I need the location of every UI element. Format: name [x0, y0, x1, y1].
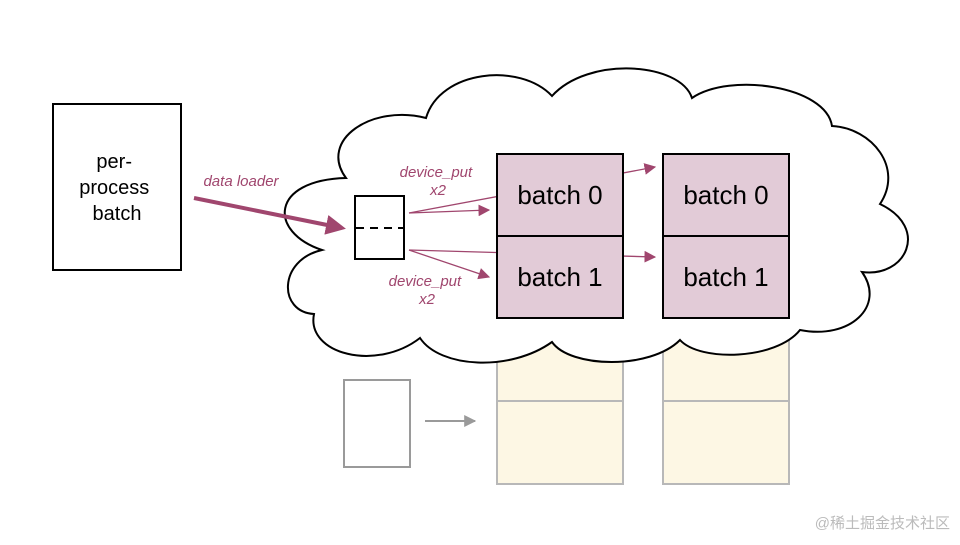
per-process-batch-label: per- process batch — [79, 151, 155, 225]
device-put-bottom-label: device_put x2 — [389, 273, 466, 308]
data-loader-arrow — [193, 196, 346, 235]
data-loader-label: data loader — [203, 173, 279, 190]
per-process-batch-box — [52, 103, 182, 271]
device-put-top-label: device_put x2 — [400, 164, 477, 199]
device-put-arrow-top-0 — [408, 204, 491, 217]
device-0-stack: batch 0 batch 1 — [496, 153, 624, 319]
future-slot — [496, 400, 624, 485]
device-1-batch-0 — [662, 153, 790, 237]
device-1-stack: batch 0 batch 1 — [662, 153, 790, 319]
device-1-batch-0-label: batch 0 — [683, 180, 768, 210]
next-batch-box — [343, 379, 411, 468]
future-slot — [662, 400, 790, 485]
device-0-batch-0-label: batch 0 — [517, 180, 602, 210]
device-0-batch-1-label: batch 1 — [517, 262, 602, 292]
device-1-batch-1 — [662, 235, 790, 319]
watermark: @稀土掘金技术社区 — [815, 515, 950, 532]
device-0-batch-0 — [496, 153, 624, 237]
device-0-batch-1 — [496, 235, 624, 319]
device-1-batch-1-label: batch 1 — [683, 262, 768, 292]
device-put-arrow-bottom-0 — [408, 249, 491, 280]
